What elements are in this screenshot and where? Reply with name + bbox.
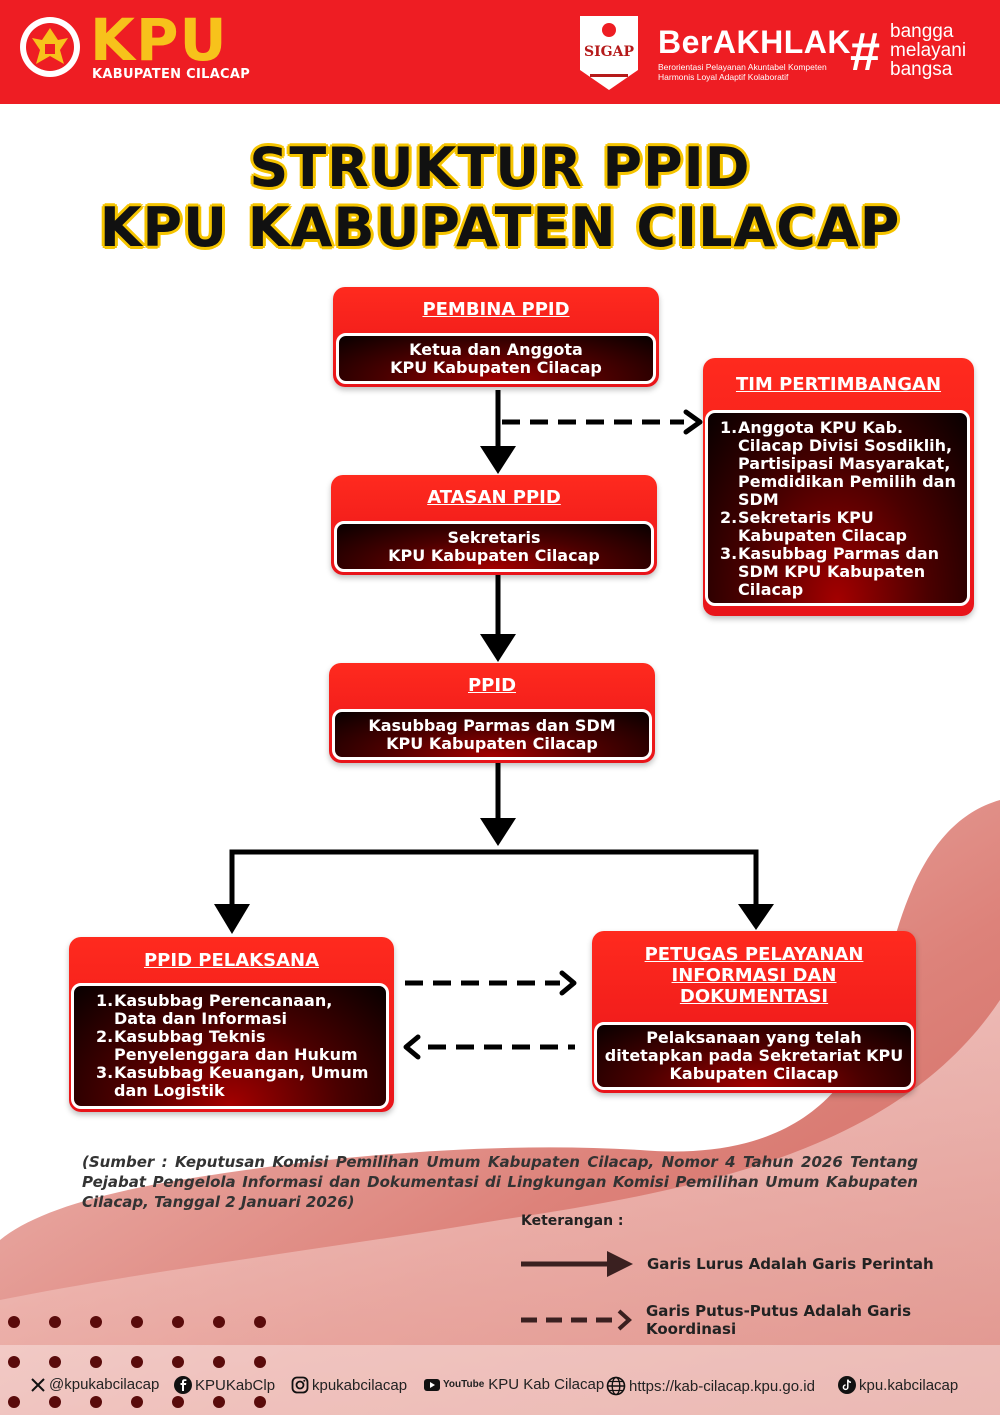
page-title-line1: STRUKTUR PPID — [249, 136, 751, 199]
kpu-emblem-icon — [20, 17, 80, 77]
arrowhead-split — [480, 818, 516, 846]
arrowhead-petugas — [738, 904, 774, 930]
header-bar: KPU KABUPATEN CILACAP SIGAP BerAKHLAK Be… — [0, 0, 1000, 104]
x-icon — [31, 1377, 45, 1392]
tim-item-2: 2.Sekretaris KPU Kabupaten Cilacap — [720, 508, 907, 545]
footer-youtube[interactable]: YouTube KPU Kab Cilacap — [424, 1376, 604, 1393]
connector-branch — [229, 849, 759, 905]
pelaksana-item-3: 3.Kasubbag Keuangan, Umum dan Logistik — [96, 1063, 369, 1100]
sigap-label: SIGAP — [583, 44, 634, 60]
node-pembina-ppid: PEMBINA PPID Ketua dan Anggota KPU Kabup… — [333, 287, 659, 387]
ppid-title: PPID — [467, 675, 517, 696]
facebook-icon — [174, 1376, 192, 1394]
arrowhead-dashed-right — [559, 970, 577, 996]
node-petugas-pelayanan: PETUGAS PELAYANAN INFORMASI DAN DOKUMENT… — [592, 931, 916, 1093]
bangga-melayani-bangsa: bangga melayani bangsa — [890, 21, 967, 80]
legend-solid-label: Garis Lurus Adalah Garis Perintah — [647, 1255, 934, 1273]
footer-instagram[interactable]: kpukabcilacap — [291, 1376, 407, 1394]
petugas-title: PETUGAS PELAYANAN INFORMASI DAN DOKUMENT… — [644, 944, 864, 1007]
legend-heading: Keterangan : — [521, 1213, 624, 1229]
footer-facebook[interactable]: KPUKabClp — [174, 1376, 275, 1394]
berakhlak-logo: BerAKHLAK — [658, 24, 851, 60]
footer-website[interactable]: https://kab-cilacap.kpu.go.id — [606, 1376, 815, 1396]
pelaksana-item-2: 2.Kasubbag Teknis Penyelenggara dan Huku… — [96, 1027, 358, 1064]
ppid-body: Kasubbag Parmas dan SDM KPU Kabupaten Ci… — [332, 709, 652, 760]
instagram-icon — [291, 1376, 309, 1394]
node-tim-pertimbangan: TIM PERTIMBANGAN 1.Anggota KPU Kab. Cila… — [703, 358, 974, 616]
source-note: (Sumber : Keputusan Komisi Pemilihan Umu… — [82, 1153, 918, 1211]
legend-dashed-label: Garis Putus-Putus Adalah Garis Koordinas… — [646, 1302, 912, 1338]
tim-item-1: 1.Anggota KPU Kab. Cilacap Divisi Sosdik… — [720, 418, 956, 509]
arrowhead-atasan — [480, 446, 516, 474]
youtube-icon — [424, 1378, 440, 1391]
tim-title: TIM PERTIMBANGAN — [735, 374, 942, 395]
arrowhead-pelaksana — [214, 904, 250, 934]
pembina-body: Ketua dan Anggota KPU Kabupaten Cilacap — [336, 333, 656, 384]
footer-x[interactable]: @kpukabcilacap — [30, 1376, 159, 1393]
atasan-title: ATASAN PPID — [427, 487, 561, 508]
kpu-logo-text: KPU — [90, 6, 228, 74]
globe-icon — [606, 1376, 626, 1396]
pelaksana-item-1: 1.Kasubbag Perencanaan, Data dan Informa… — [96, 991, 333, 1028]
sigap-badge-icon — [580, 16, 638, 90]
node-atasan-ppid: ATASAN PPID Sekretaris KPU Kabupaten Cil… — [331, 475, 657, 575]
page-title-line2: KPU KABUPATEN CILACAP — [99, 196, 901, 259]
node-ppid: PPID Kasubbag Parmas dan SDM KPU Kabupat… — [329, 663, 655, 763]
atasan-body: Sekretaris KPU Kabupaten Cilacap — [334, 521, 654, 572]
pelaksana-title: PPID PELAKSANA — [143, 950, 320, 971]
dot-grid-decoration — [8, 1316, 266, 1408]
pelaksana-body: 1.Kasubbag Perencanaan, Data dan Informa… — [71, 983, 389, 1109]
tim-body: 1.Anggota KPU Kab. Cilacap Divisi Sosdik… — [705, 410, 970, 606]
arrowhead-dashed-left — [403, 1034, 421, 1060]
kpu-logo-subtitle: KABUPATEN CILACAP — [92, 67, 251, 82]
legend-dashed-arrow-icon — [521, 1309, 632, 1331]
tiktok-icon — [838, 1376, 856, 1394]
arrowhead-ppid — [480, 634, 516, 662]
footer-tiktok[interactable]: kpu.kabcilacap — [838, 1376, 958, 1394]
node-ppid-pelaksana: PPID PELAKSANA 1.Kasubbag Perencanaan, D… — [69, 937, 394, 1112]
tim-item-3: 3.Kasubbag Parmas dan SDM KPU Kabupaten … — [720, 544, 940, 599]
berakhlak-tagline: Berorientasi Pelayanan Akuntabel Kompete… — [658, 62, 827, 82]
arrowhead-tim — [683, 409, 703, 435]
pembina-title: PEMBINA PPID — [422, 299, 570, 320]
petugas-body: Pelaksanaan yang telah ditetapkan pada S… — [594, 1022, 914, 1090]
hash-logo: # — [850, 22, 881, 82]
legend-solid-arrow-icon — [521, 1251, 633, 1277]
